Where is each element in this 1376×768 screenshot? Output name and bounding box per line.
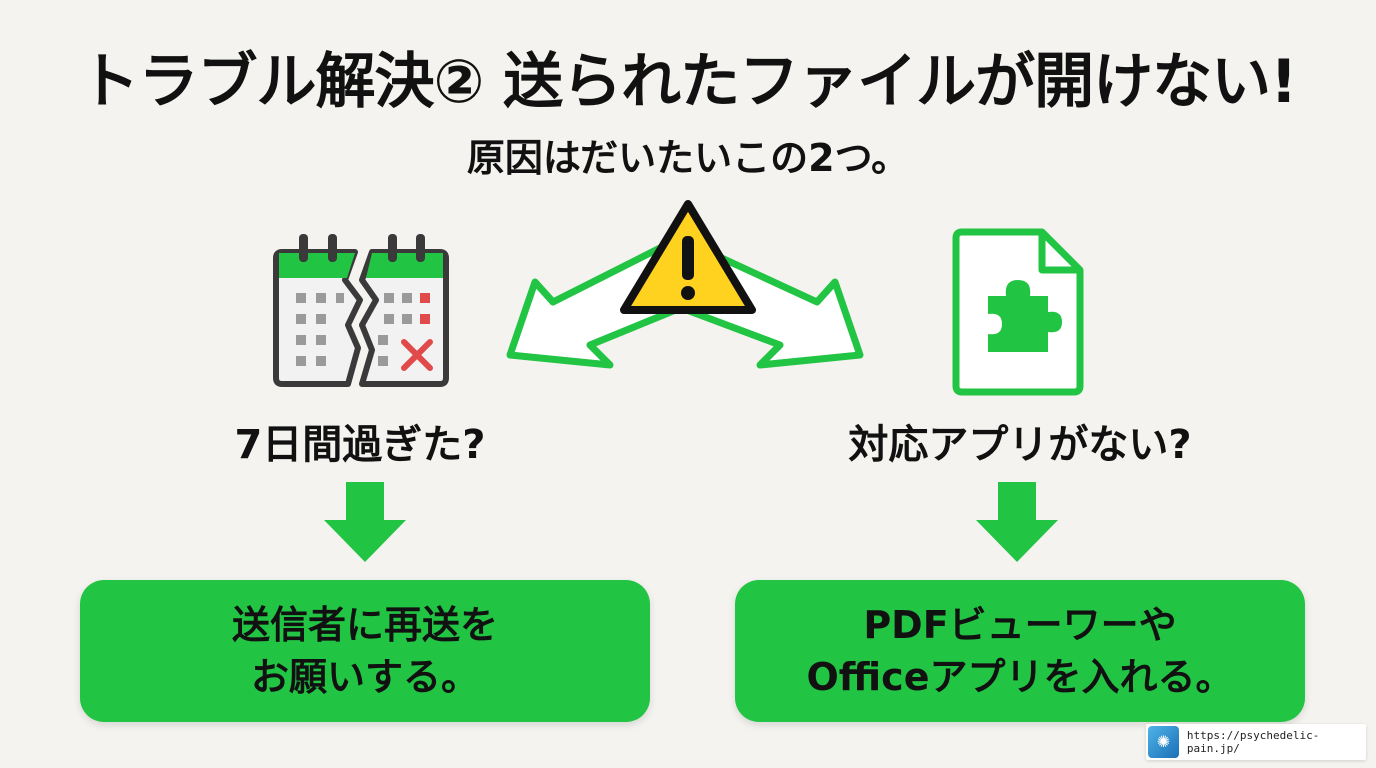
file-puzzle-icon (952, 228, 1084, 396)
solution-line: 送信者に再送を (231, 603, 498, 647)
page-subtitle: 原因はだいたいこの2つ。 (466, 136, 910, 180)
solution-line: Officeアプリを入れる。 (806, 655, 1234, 699)
cause-question-no-app: 対応アプリがない? (848, 422, 1192, 468)
solution-line: お願いする。 (250, 655, 479, 699)
site-logo-icon: ✺ (1148, 726, 1179, 758)
down-arrow-left (324, 482, 406, 562)
solution-box-resend: 送信者に再送を お願いする。 (80, 580, 650, 722)
cause-question-expired: 7日間過ぎた? (234, 422, 486, 468)
down-arrow-right (976, 482, 1058, 562)
page-title: トラブル解決② 送られたファイルが開けない! (79, 47, 1297, 117)
solution-box-install-app: PDFビューワーや Officeアプリを入れる。 (735, 580, 1305, 722)
warning-icon (620, 200, 756, 314)
site-watermark[interactable]: ✺ https://psychedelic-pain.jp/ (1146, 724, 1366, 760)
solution-line: PDFビューワーや (863, 603, 1177, 647)
site-url: https://psychedelic-pain.jp/ (1186, 729, 1320, 755)
broken-calendar-icon (273, 234, 449, 387)
